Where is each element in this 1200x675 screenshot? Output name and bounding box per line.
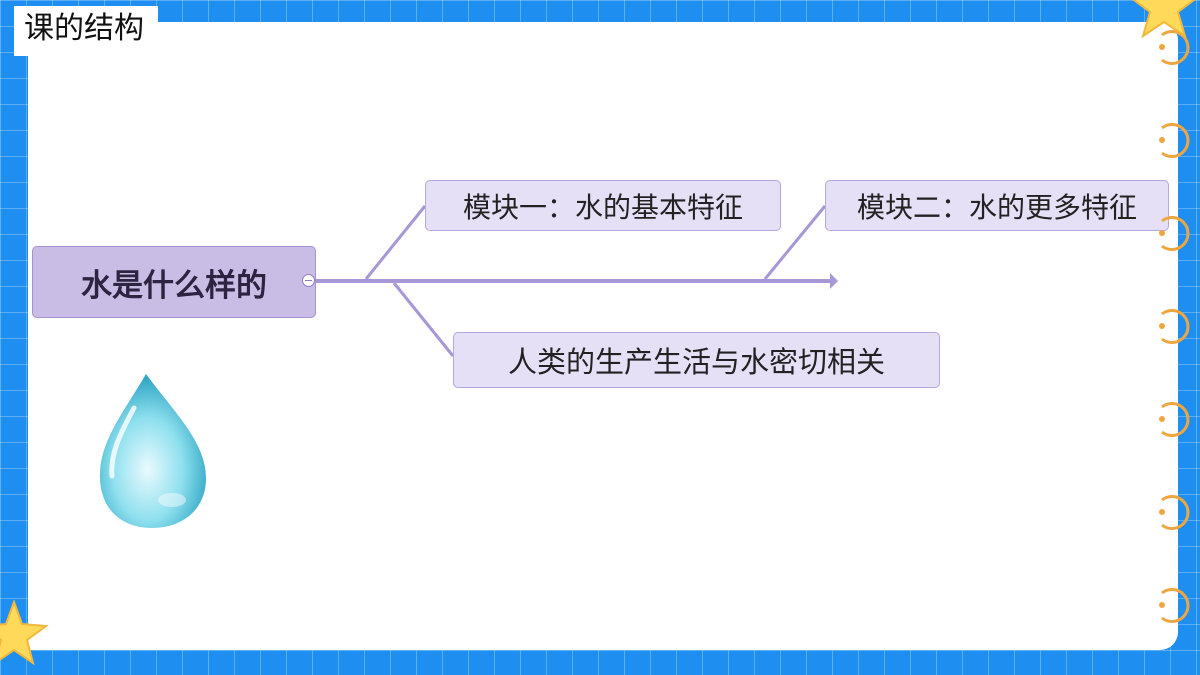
slide-title: 课的结构 — [14, 6, 158, 56]
binder-rings — [1159, 30, 1190, 623]
binder-ring-icon — [1161, 309, 1190, 344]
trunk-arrow-icon — [830, 273, 838, 289]
mindmap-branch-node-2[interactable]: 模块二：水的更多特征 — [825, 180, 1169, 231]
mindmap-branch-node-1[interactable]: 模块一：水的基本特征 — [425, 180, 781, 231]
star-icon — [1132, 0, 1196, 39]
star-icon — [0, 600, 49, 666]
binder-ring-icon — [1161, 123, 1190, 158]
branch-line-2 — [763, 205, 827, 280]
branch-line-3 — [392, 282, 455, 357]
binder-ring-icon — [1161, 588, 1190, 623]
mindmap-branch-node-3[interactable]: 人类的生产生活与水密切相关 — [453, 332, 940, 388]
binder-ring-icon — [1161, 30, 1190, 65]
water-drop-icon — [99, 374, 206, 528]
binder-ring-icon — [1161, 495, 1190, 530]
binder-ring-icon — [1161, 402, 1190, 437]
branch-line-1 — [364, 205, 427, 280]
collapse-toggle-icon[interactable] — [302, 274, 315, 287]
binder-ring-icon — [1161, 216, 1190, 251]
mindmap-root-node[interactable]: 水是什么样的 — [32, 246, 316, 318]
